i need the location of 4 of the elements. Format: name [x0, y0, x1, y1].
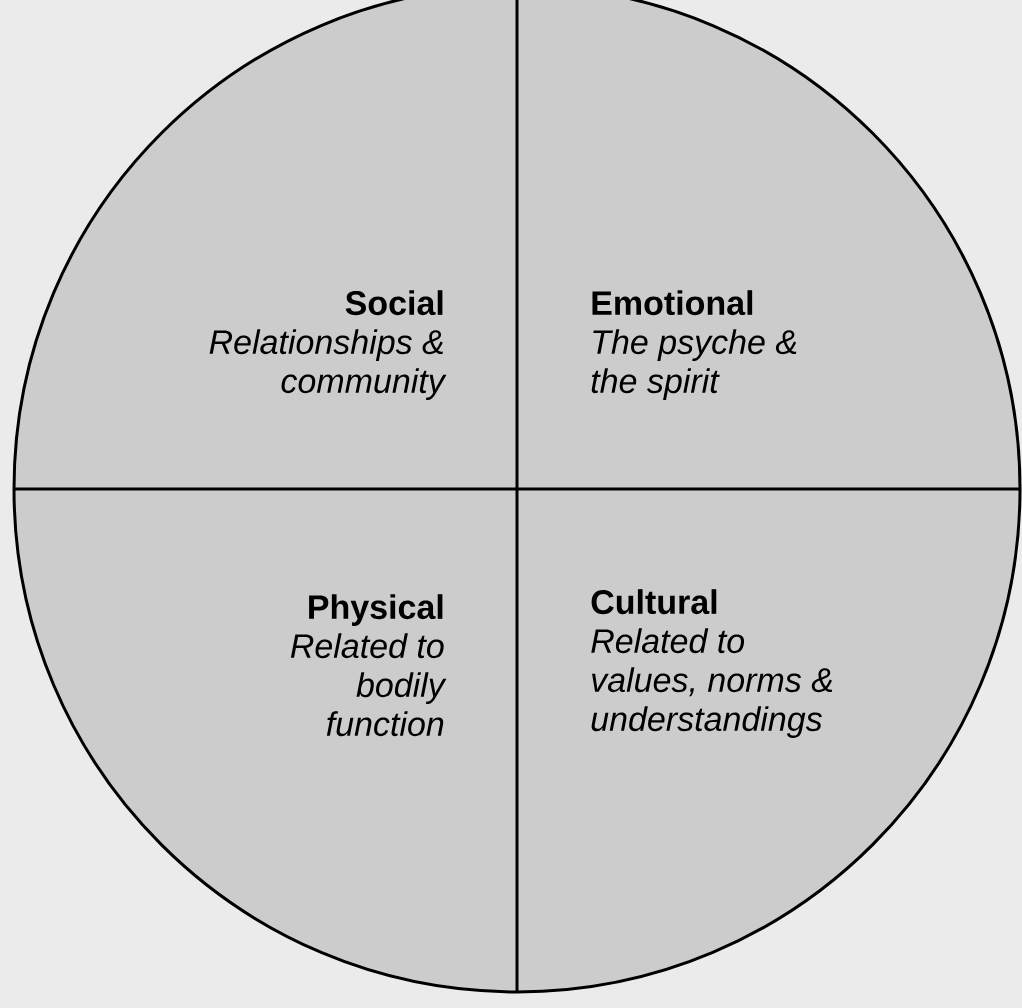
quadrant: Emotional The psyche & the spirit — [517, 0, 1020, 489]
quadrant: Cultural Related to values, norms & understandings — [517, 489, 1020, 992]
quadrant: Physical Related to bodily function — [14, 489, 517, 992]
quadrant: Social Relationships & community — [14, 0, 517, 489]
